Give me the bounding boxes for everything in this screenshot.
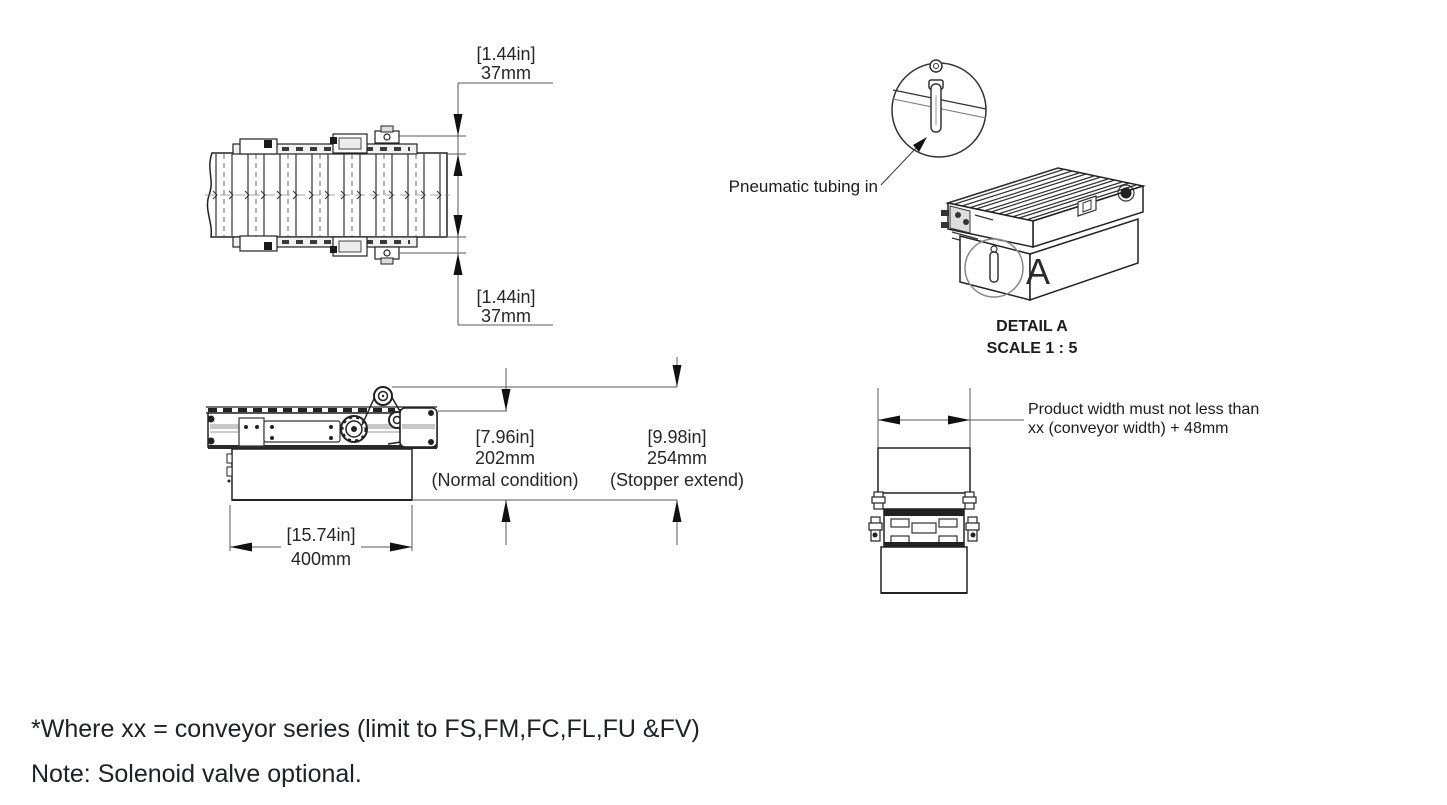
bolt-head: [929, 59, 943, 73]
pneumatic-detail-callout: Pneumatic tubing in: [729, 59, 987, 196]
top-view: [205, 125, 450, 265]
detail-a-circle: [964, 238, 1024, 298]
footnote-conveyor-series: *Where xx = conveyor series (limit to FS…: [31, 715, 700, 743]
dim-length-mm: 400mm: [291, 549, 351, 569]
arrowhead-right: [390, 542, 412, 552]
top-view-dimension: [1.44in] 37mm [1.44in] 37mm: [398, 44, 553, 326]
dim-top-inches: [1.44in]: [476, 44, 535, 64]
dim-top-mm: 37mm: [481, 63, 531, 83]
detail-a-letter: A: [1026, 251, 1050, 292]
arrowhead-down: [453, 114, 463, 136]
product-width-note-line1: Product width must not less than: [1028, 401, 1259, 418]
leader-arrowhead: [913, 137, 927, 152]
isometric-view: A: [941, 167, 1146, 302]
dim-normal-mm: 202mm: [475, 448, 535, 468]
pneumatic-callout-label: Pneumatic tubing in: [729, 177, 878, 196]
arrowhead-left: [230, 542, 252, 552]
dim-bottom-mm: 37mm: [481, 306, 531, 326]
side-view-dimensions: [7.96in] 202mm (Normal condition) [9.98i…: [229, 357, 744, 569]
dim-extend-inches: [9.98in]: [647, 427, 706, 447]
arrowhead-up: [453, 154, 463, 176]
arrowhead-down: [453, 215, 463, 237]
dim-bottom-inches: [1.44in]: [476, 287, 535, 307]
detail-a-caption: DETAIL A SCALE 1 : 5: [987, 318, 1078, 357]
arrowhead-left: [878, 415, 900, 425]
dim-extend-caption: (Stopper extend): [610, 470, 744, 490]
product-width-note-line2: xx (conveyor width) + 48mm: [1028, 420, 1229, 437]
dim-normal-inches: [7.96in]: [475, 427, 534, 447]
product-width-note: Product width must not less than xx (con…: [1028, 401, 1259, 437]
arrowhead-up: [672, 500, 682, 522]
detail-title: DETAIL A: [996, 318, 1068, 335]
footnote-solenoid-valve: Note: Solenoid valve optional.: [31, 760, 362, 788]
arrowhead-up: [453, 253, 463, 275]
arrowhead-right: [948, 415, 970, 425]
arrowhead-down: [501, 389, 511, 411]
end-view: [868, 388, 1024, 594]
arrowhead-down: [672, 365, 682, 387]
arrowhead-up: [501, 500, 511, 522]
drive-gear: [340, 415, 368, 443]
detail-scale: SCALE 1 : 5: [987, 340, 1078, 357]
side-view: [206, 386, 438, 501]
dim-length-inches: [15.74in]: [286, 525, 355, 545]
dim-extend-mm: 254mm: [647, 448, 707, 468]
product-outline: [877, 447, 971, 494]
dim-normal-caption: (Normal condition): [431, 470, 578, 490]
